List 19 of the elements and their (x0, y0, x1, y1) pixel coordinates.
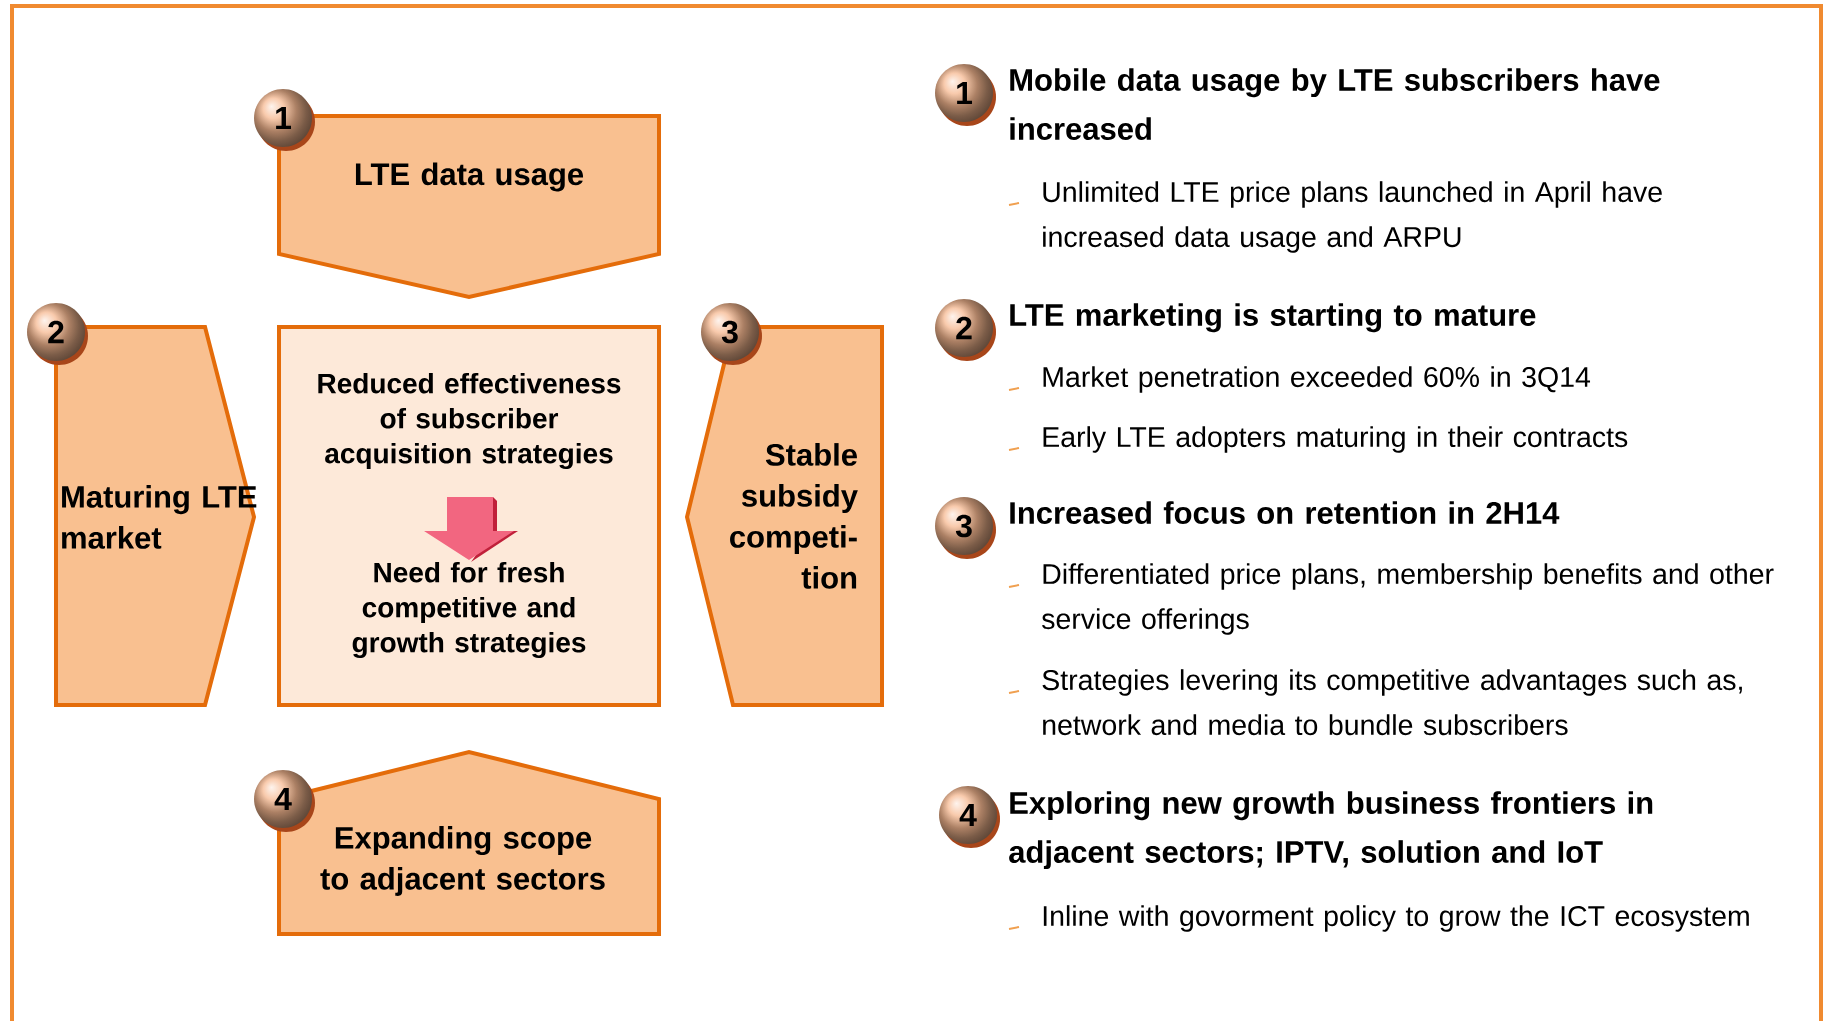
item-heading: Exploring new growth business frontiers in adjacent sectors; IPTV, solution and IoT (1009, 791, 1653, 870)
number-badge: 1 (935, 64, 996, 126)
number-badge: 2 (27, 303, 88, 365)
number-badge: 4 (254, 770, 315, 832)
center-box: Reduced effectiveness of subscriber acquisition strategies Need for fresh competitive and growth strategies (277, 325, 661, 707)
bullet-text: Strategies levering its competitive advantages such as, network and media to bundle subscribers (1042, 669, 1742, 736)
bullet-text: Early LTE adopters maturing in their contracts (1043, 426, 1628, 453)
bullet-text: Market penetration exceeded 60% in 3Q14 (1043, 366, 1590, 393)
item-heading: LTE marketing is starting to mature (1010, 303, 1536, 333)
number-badge: 1 (254, 89, 315, 151)
bullet-text: Unlimited LTE price plans launched in April have increased data usage and ARPU (1043, 181, 1662, 253)
number-badge: 2 (935, 299, 996, 361)
number-badge: 3 (935, 497, 996, 559)
number-badge: 4 (939, 786, 1000, 848)
item-heading: Increased focus on retention in 2H14 (1010, 501, 1560, 524)
number-badge: 3 (701, 303, 762, 365)
bullet-text: Inline with govorment policy to grow the ICT ecosystem (1043, 905, 1749, 932)
item-heading: Mobile data usage by LTE subscribers have increased (1010, 68, 1660, 140)
bullet-text: Differentiated price plans, membership benefits and other service offerings (1042, 563, 1774, 635)
